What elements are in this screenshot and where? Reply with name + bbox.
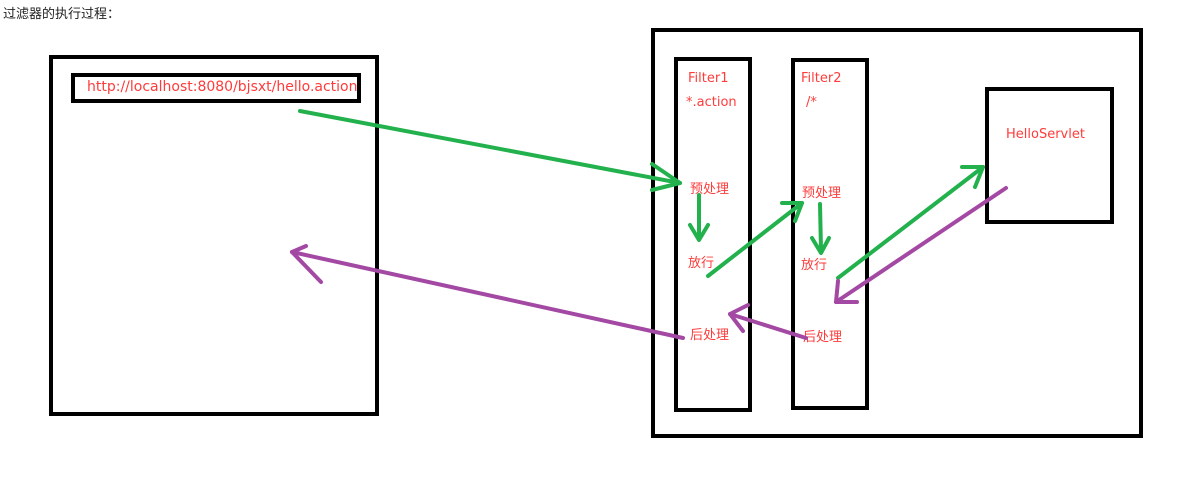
browser-box	[49, 55, 379, 416]
url-label: http://localhost:8080/bjsxt/hello.action	[87, 79, 358, 95]
filter2-pre: 预处理	[802, 186, 842, 201]
filter2-post: 后处理	[803, 330, 843, 345]
filter1-post: 后处理	[690, 328, 730, 343]
servlet-name: HelloServlet	[1006, 127, 1085, 142]
filter1-pass: 放行	[688, 256, 715, 271]
filter1-box	[674, 57, 752, 412]
filter2-box	[791, 58, 869, 410]
filter2-pattern: /*	[806, 95, 817, 110]
url-box	[71, 73, 361, 103]
servlet-box	[985, 87, 1114, 224]
filter1-pattern: *.action	[686, 95, 737, 110]
server-box	[651, 28, 1143, 438]
filter1-name: Filter1	[688, 71, 729, 86]
filter2-name: Filter2	[801, 71, 842, 86]
filter2-pass: 放行	[801, 258, 828, 273]
filter1-pre: 预处理	[690, 182, 730, 197]
page-title: 过滤器的执行过程：	[3, 7, 121, 22]
